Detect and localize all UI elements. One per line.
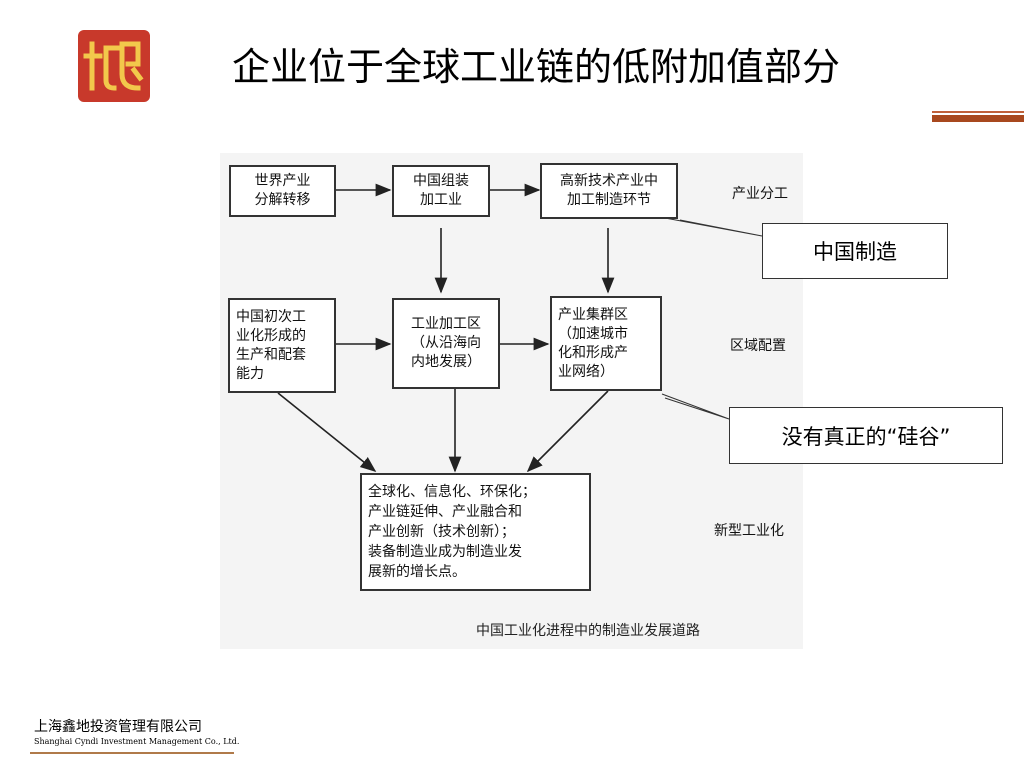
arrow-c1-bottom — [277, 392, 377, 473]
box-industrial-zone: 工业加工区 （从沿海向 内地发展） — [392, 298, 500, 389]
seal-logo-icon — [78, 30, 150, 102]
title-rule-thick — [932, 115, 1024, 122]
diagram-caption: 中国工业化进程中的制造业发展道路 — [476, 623, 700, 639]
arrow-c3-bottom — [526, 390, 609, 473]
row-label-industry-division: 产业分工 — [732, 186, 788, 202]
footer-company-cn: 上海鑫地投资管理有限公司 — [34, 719, 202, 735]
title-rule-thin — [932, 111, 1024, 113]
box-new-industrialization: 全球化、信息化、环保化； 产业链延伸、产业融合和 产业创新（技术创新）； 装备制… — [360, 473, 591, 591]
footer-rule — [30, 752, 234, 754]
callout-no-silicon-valley: 没有真正的“硅谷” — [729, 407, 1003, 464]
page-title: 企业位于全球工业链的低附加值部分 — [232, 45, 841, 89]
box-world-industry-transfer: 世界产业 分解转移 — [229, 165, 336, 217]
box-industrial-cluster: 产业集群区 （加速城市 化和形成产 业网络） — [550, 296, 662, 391]
box-initial-industrialization: 中国初次工 业化形成的 生产和配套 能力 — [228, 298, 336, 393]
box-china-assembly: 中国组装 加工业 — [392, 165, 490, 217]
box-hightech-manufacturing: 高新技术产业中 加工制造环节 — [540, 163, 678, 219]
callout-leader-china-made — [664, 217, 763, 237]
callout-leader-silicon-valley — [661, 393, 730, 420]
row-label-new-industrialization: 新型工业化 — [714, 523, 784, 539]
footer-company-en: Shanghai Cyndi Investment Management Co.… — [34, 737, 240, 746]
callout-china-made: 中国制造 — [762, 223, 948, 279]
row-label-regional-allocation: 区域配置 — [730, 338, 786, 354]
